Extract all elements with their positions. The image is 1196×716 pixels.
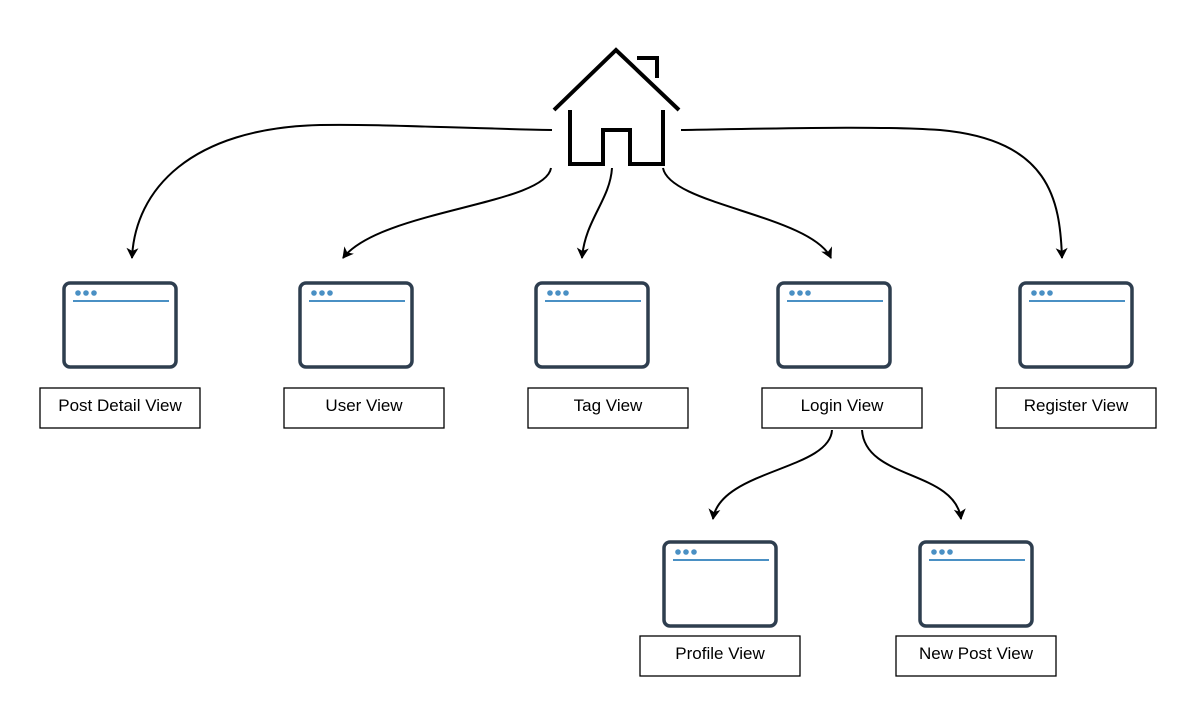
house-icon[interactable] [552, 47, 681, 166]
node-label: New Post View [919, 644, 1034, 663]
edge-home-to-post-detail [126, 123, 553, 259]
node-profile[interactable]: Profile View [639, 540, 801, 677]
browser-window-icon [62, 281, 178, 369]
node-tag[interactable]: Tag View [527, 281, 689, 429]
edges [126, 123, 1068, 520]
browser-window-icon [776, 281, 892, 369]
node-label: Login View [801, 396, 885, 415]
browser-window-icon [918, 540, 1034, 628]
browser-window-icon [662, 540, 778, 628]
node-new-post[interactable]: New Post View [895, 540, 1057, 677]
browser-window-icon [534, 281, 650, 369]
node-post-detail[interactable]: Post Detail View [39, 281, 201, 429]
edge-home-to-user [342, 167, 552, 259]
node-label: Post Detail View [58, 396, 182, 415]
node-label: Profile View [675, 644, 765, 663]
node-label: Register View [1024, 396, 1129, 415]
node-user[interactable]: User View [283, 281, 445, 429]
edge-login-to-profile [708, 429, 833, 520]
browser-window-icon [1018, 281, 1134, 369]
edge-home-to-register [680, 126, 1068, 259]
edge-home-to-login [662, 167, 832, 259]
node-register[interactable]: Register View [995, 281, 1157, 429]
node-label: Tag View [574, 396, 643, 415]
node-label: User View [325, 396, 403, 415]
edge-login-to-new-post [861, 429, 966, 520]
node-login[interactable]: Login View [761, 281, 923, 429]
edge-home-to-tag [576, 167, 613, 259]
browser-window-icon [298, 281, 414, 369]
